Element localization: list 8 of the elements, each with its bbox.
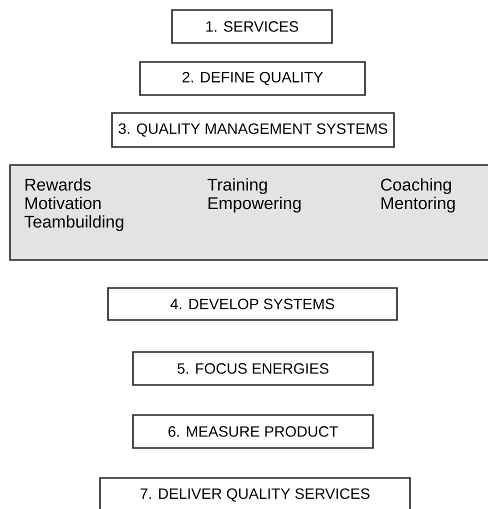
step-box: 5. FOCUS ENERGIES	[132, 351, 374, 386]
step-box: 7. DELIVER QUALITY SERVICES	[99, 477, 411, 509]
activity-band: Rewards Motivation Teambuilding Training Empowering Coaching Mentoring	[9, 164, 488, 261]
step-box: 4. DEVELOP SYSTEMS	[107, 287, 398, 321]
step-box: 3. QUALITY MANAGEMENT SYSTEMS	[111, 112, 395, 148]
step-box: 6. MEASURE PRODUCT	[132, 414, 374, 449]
step-box: 2. DEFINE QUALITY	[139, 61, 366, 96]
step-box: 1. SERVICES	[171, 9, 333, 44]
